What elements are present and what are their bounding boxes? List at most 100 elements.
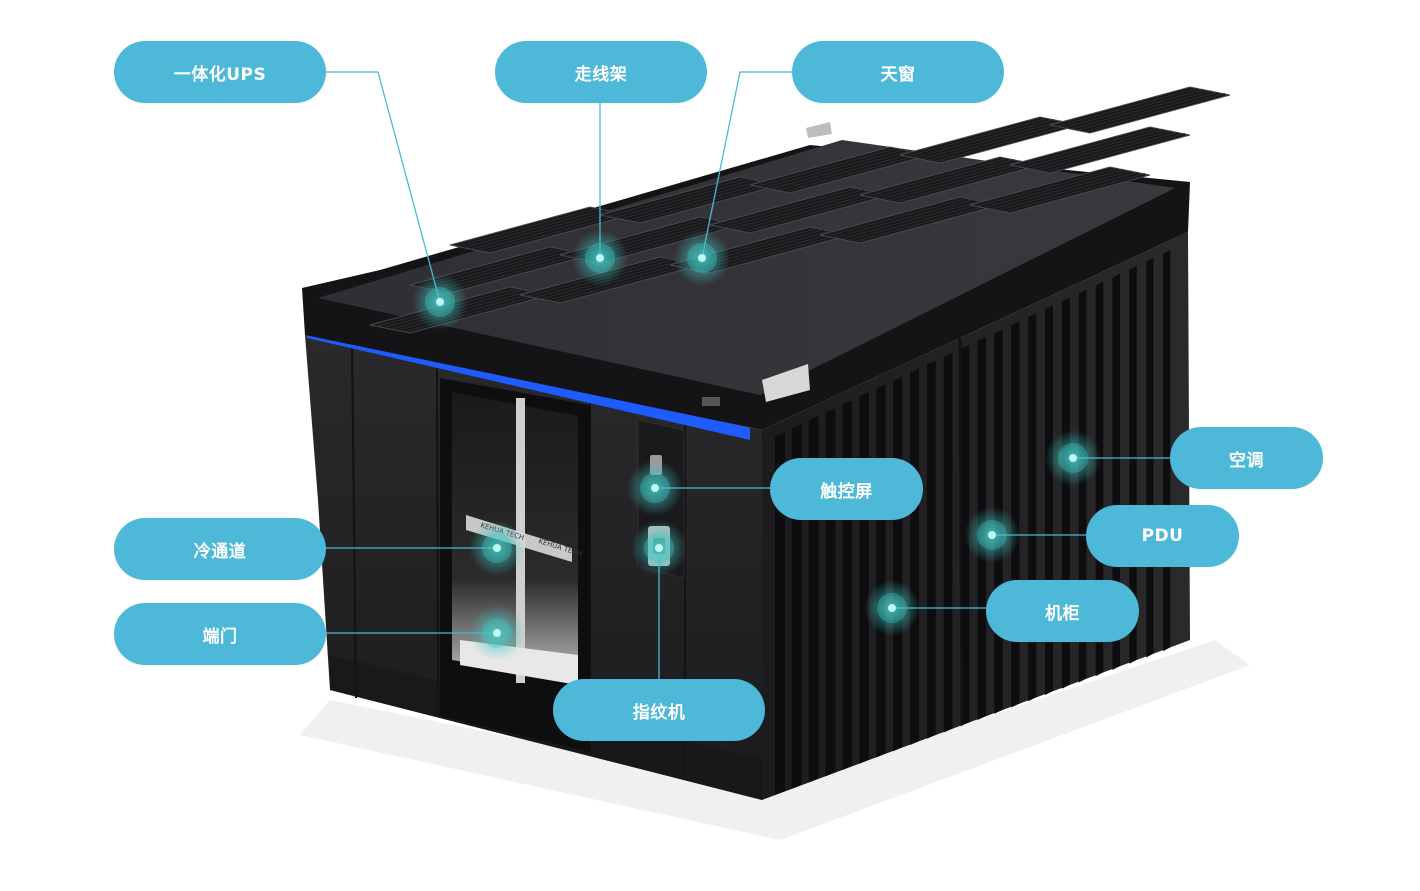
roof-vent-line bbox=[990, 170, 1132, 210]
roof-vent-line bbox=[737, 191, 879, 231]
side-slat bbox=[910, 368, 919, 745]
leader-skylight bbox=[701, 71, 792, 259]
roof-vent-line bbox=[913, 119, 1055, 159]
roof-vent-line bbox=[934, 123, 1076, 162]
side-slat bbox=[876, 384, 886, 758]
roof-vent-line bbox=[1037, 131, 1179, 171]
roof-vent-line bbox=[854, 203, 996, 242]
label-end-door[interactable]: 端门 bbox=[114, 603, 326, 665]
label-skylight-text: 天窗 bbox=[880, 64, 916, 85]
hotspot-air-conditioner[interactable] bbox=[1045, 430, 1101, 486]
side-slat bbox=[1028, 313, 1037, 702]
side-slat bbox=[893, 376, 903, 752]
hotspot-ups[interactable] bbox=[412, 274, 468, 330]
roof-vent-line bbox=[1044, 133, 1186, 172]
hotspot-cable-tray[interactable] bbox=[572, 230, 628, 286]
label-pdu-text: PDU bbox=[1141, 526, 1184, 546]
roof-vent-line bbox=[756, 147, 898, 187]
side-slat bbox=[775, 432, 785, 795]
roof-vent-line bbox=[1063, 89, 1205, 129]
roof-vent-line bbox=[1077, 91, 1219, 131]
side-slat bbox=[943, 352, 953, 733]
roof-vent-line bbox=[866, 157, 1008, 197]
roof-vent-line bbox=[887, 161, 1029, 201]
roof-vent-line bbox=[784, 153, 926, 192]
leader-ups bbox=[326, 71, 441, 303]
floor-shadow bbox=[300, 640, 1250, 840]
roof-vent-line bbox=[606, 177, 748, 217]
label-pdu[interactable]: PDU bbox=[1086, 505, 1239, 567]
hotspot-cold-aisle[interactable] bbox=[469, 520, 525, 576]
hotspot-skylight[interactable] bbox=[674, 230, 730, 286]
label-touchscreen-text: 触控屏 bbox=[820, 481, 873, 502]
label-cable-tray[interactable]: 走线架 bbox=[495, 41, 707, 103]
label-ups-text: 一体化UPS bbox=[173, 64, 267, 85]
roof-vent-line bbox=[826, 197, 968, 237]
roof-vent-line bbox=[613, 179, 755, 219]
label-skylight[interactable]: 天窗 bbox=[792, 41, 1004, 103]
side-slat bbox=[1095, 281, 1104, 677]
label-cabinet-text: 机柜 bbox=[1045, 603, 1080, 624]
roof-vent-line bbox=[847, 201, 989, 241]
label-cold-aisle-text: 冷通道 bbox=[193, 541, 247, 562]
roof-vent-line bbox=[906, 117, 1048, 157]
roof-vent-line bbox=[894, 163, 1036, 202]
roof-vent-line bbox=[1084, 93, 1226, 132]
roof-vent-line bbox=[547, 261, 689, 301]
roof-vent-line bbox=[620, 180, 762, 220]
hotspot-cabinet[interactable] bbox=[864, 580, 920, 636]
side-slat bbox=[926, 360, 936, 739]
label-ups[interactable]: 一体化UPS bbox=[114, 41, 326, 103]
roof-vent-line bbox=[777, 151, 919, 191]
roof-vent-line bbox=[723, 189, 865, 229]
roof-vent-line bbox=[554, 263, 696, 302]
roof-vent-line bbox=[477, 211, 619, 251]
roof-vent-line bbox=[456, 207, 598, 247]
side-slat bbox=[842, 400, 852, 770]
roof-vent-line bbox=[976, 167, 1118, 207]
roof-vent-line bbox=[1070, 90, 1212, 130]
roof-vent-line bbox=[1016, 127, 1158, 167]
roof-skylight-panels bbox=[369, 86, 1231, 334]
roof-vent-line bbox=[744, 193, 886, 232]
roof-vent-line bbox=[1030, 130, 1172, 170]
label-cabinet[interactable]: 机柜 bbox=[986, 580, 1139, 642]
roof-vent-line bbox=[763, 149, 905, 189]
label-air-conditioner-text: 空调 bbox=[1229, 450, 1264, 471]
side-seam bbox=[958, 337, 964, 721]
hotspot-fingerprint[interactable] bbox=[631, 520, 687, 576]
roof-vent-line bbox=[927, 121, 1069, 161]
hotspot-pdu[interactable] bbox=[964, 507, 1020, 563]
roof-vent-line bbox=[484, 213, 626, 252]
roof-vent-line bbox=[873, 159, 1015, 199]
hotspot-touchscreen[interactable] bbox=[627, 460, 683, 516]
side-slat bbox=[1163, 249, 1171, 652]
roof-vent-line bbox=[1056, 87, 1198, 127]
roof-vent-line bbox=[730, 190, 872, 230]
label-fingerprint[interactable]: 指纹机 bbox=[553, 679, 765, 741]
roof-vent-line bbox=[397, 291, 539, 331]
roof-vent-line bbox=[997, 171, 1139, 211]
side-slat bbox=[1112, 273, 1120, 670]
roof-vent-line bbox=[470, 210, 612, 250]
roof-vent-line bbox=[833, 199, 975, 239]
label-air-conditioner[interactable]: 空调 bbox=[1170, 427, 1323, 489]
roof-vent-line bbox=[1004, 173, 1146, 212]
roof-vent-line bbox=[627, 181, 769, 221]
roof-vent-line bbox=[463, 209, 605, 249]
roof-vent-line bbox=[983, 169, 1125, 209]
camera-detail bbox=[702, 122, 832, 406]
label-cold-aisle[interactable]: 冷通道 bbox=[114, 518, 326, 580]
side-slat bbox=[1011, 321, 1020, 708]
roof-vent-line bbox=[840, 200, 982, 240]
roof-vent-line bbox=[634, 183, 776, 222]
label-fingerprint-text: 指纹机 bbox=[632, 702, 686, 723]
label-touchscreen[interactable]: 触控屏 bbox=[770, 458, 923, 520]
side-slat bbox=[859, 392, 869, 764]
roof-vent-line bbox=[716, 187, 858, 227]
label-cable-tray-text: 走线架 bbox=[574, 64, 628, 85]
roof-vent-line bbox=[1023, 129, 1165, 169]
hotspot-end-door[interactable] bbox=[469, 605, 525, 661]
roof-vent-line bbox=[770, 150, 912, 190]
